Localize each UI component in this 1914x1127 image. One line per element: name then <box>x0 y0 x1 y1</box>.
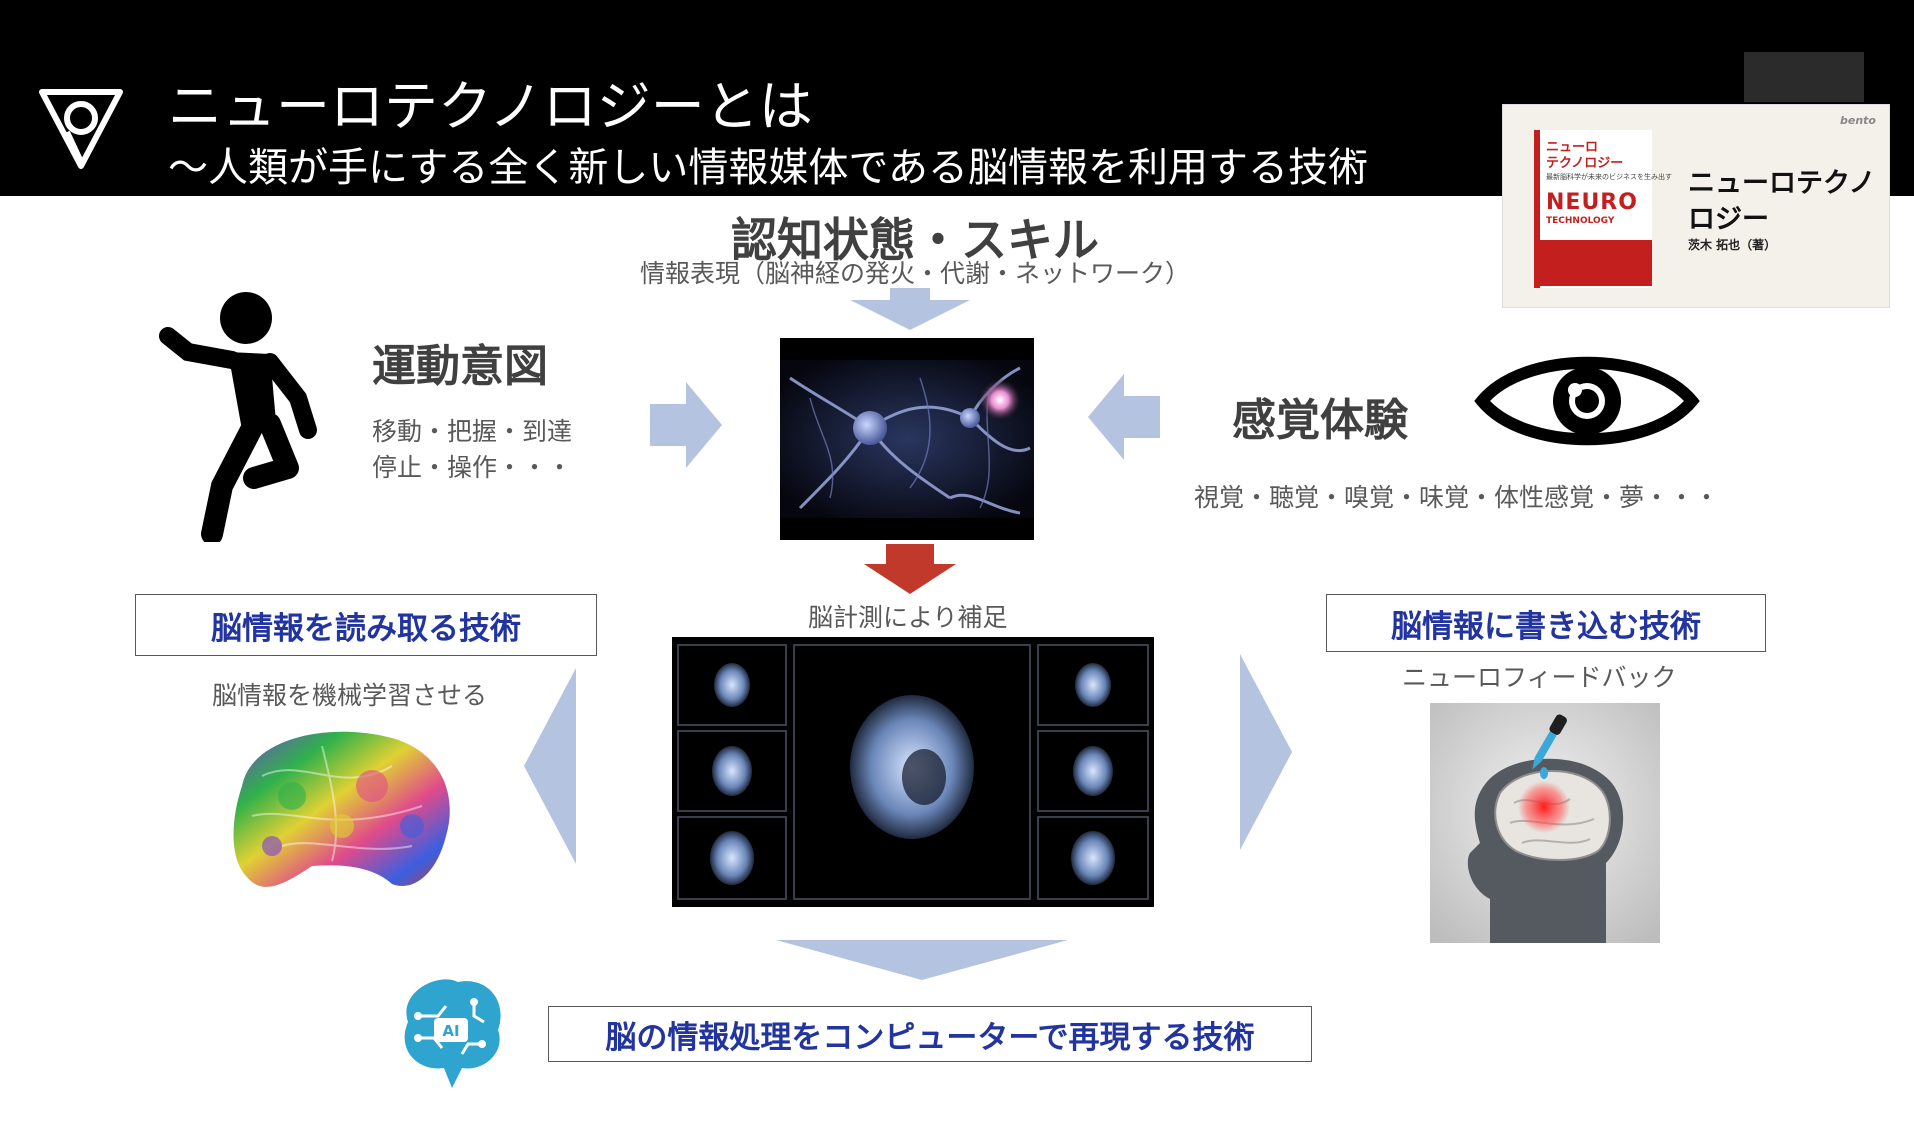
right-arrow-motor <box>650 382 722 468</box>
left-arrow-sense <box>1088 374 1160 460</box>
brain-map-image <box>233 731 450 887</box>
neurofeedback-caption: ニューロフィードバック <box>1402 663 1677 692</box>
ml-caption: 脳情報を機械学習させる <box>212 681 488 710</box>
down-arrow-ai <box>776 940 1068 980</box>
eye-icon <box>1474 356 1700 446</box>
publisher-mark: bento <box>1840 114 1876 127</box>
mri-grid <box>677 644 1149 900</box>
corner-block <box>1744 52 1864 102</box>
cognitive-state-heading: 認知状態・スキル <box>731 213 1099 267</box>
red-down-arrow <box>864 544 956 594</box>
ai-tech-label: 脳の情報処理をコンピューターで再現する技術 <box>548 1006 1312 1062</box>
head-dropper-illustration <box>1430 703 1660 943</box>
write-tech-label: 脳情報に書き込む技術 <box>1326 594 1766 652</box>
mri-scan-panel <box>672 637 1154 907</box>
read-tech-label: 脳情報を読み取る技術 <box>135 594 597 656</box>
cognitive-state-subheading: 情報表現（脳神経の発火・代謝・ネットワーク） <box>639 259 1190 288</box>
neuron-illustration <box>780 360 1034 518</box>
cover-neuro: NEURO <box>1546 190 1638 215</box>
cover-techno: TECHNOLOGY <box>1546 216 1615 226</box>
motor-examples-line1: 移動・把握・到達 <box>372 417 573 446</box>
cover-title-line1: ニューロ <box>1546 140 1599 155</box>
logo-triangle-icon <box>39 89 123 169</box>
book-cover: ニューロ テクノロジー 最新脳科学が未来のビジネスを生み出す NEURO TEC… <box>1534 130 1672 288</box>
right-arrow-write <box>1240 654 1292 850</box>
page-title: ニューロテクノロジーとは <box>168 75 813 138</box>
book-author: 茨木 拓也（著） <box>1688 238 1777 252</box>
sensory-experience-heading: 感覚体験 <box>1232 395 1408 446</box>
left-arrow-read <box>524 668 576 864</box>
motor-examples-line2: 停止・操作・・・ <box>372 453 573 482</box>
ai-brain-icon: AI <box>404 979 501 1088</box>
neuron-image <box>780 338 1034 540</box>
motor-intent-heading: 運動意図 <box>372 341 548 392</box>
cover-band <box>1540 240 1652 286</box>
cover-subtitle: 最新脳科学が未来のビジネスを生み出す <box>1546 173 1672 181</box>
ai-badge-text: AI <box>442 1022 459 1040</box>
down-arrow-top <box>850 288 970 330</box>
page-subtitle: ～人類が手にする全く新しい情報媒体である脳情報を利用する技術 <box>168 145 1368 191</box>
sensory-examples: 視覚・聴覚・嗅覚・味覚・体性感覚・夢・・・ <box>1194 483 1720 512</box>
cover-title-line2: テクノロジー <box>1546 156 1624 171</box>
brain-measure-caption: 脳計測により補足 <box>808 603 1008 632</box>
neurofeedback-image <box>1430 703 1660 943</box>
book-title: ニューロテクノロジー <box>1688 168 1876 235</box>
runner-icon <box>159 292 317 542</box>
